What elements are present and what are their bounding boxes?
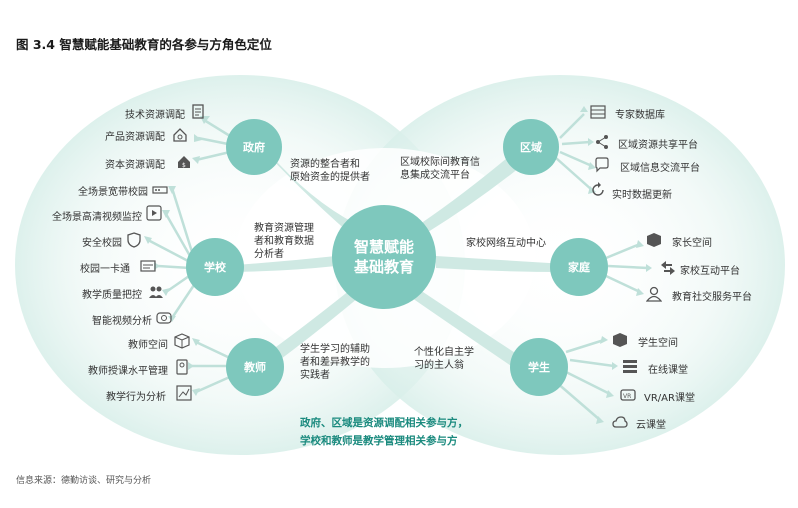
family-item-social: 教育社交服务平台: [672, 292, 752, 303]
document-icon: [192, 104, 204, 119]
node-gov: 政府: [226, 119, 282, 175]
exchange-arrows-icon: [661, 261, 675, 275]
desc-gov: 资源的整合者和原始资金的提供者: [290, 159, 370, 183]
video-monitor-icon: [146, 205, 162, 221]
student-item-vrar: VR/AR课堂: [644, 393, 695, 404]
id-card-icon: [140, 260, 156, 272]
gov-item-capital: 资本资源调配: [105, 160, 165, 171]
stack-icon: [623, 360, 637, 373]
people-icon: [149, 286, 163, 298]
chart-analysis-icon: [176, 385, 192, 401]
cube-icon: [174, 333, 190, 349]
region-item-experts: 专家数据库: [615, 110, 665, 121]
camera-icon: [156, 312, 172, 324]
student-item-space: 学生空间: [638, 338, 678, 349]
school-item-analysis: 智能视频分析: [92, 316, 152, 327]
node-school: 学校: [186, 238, 244, 296]
database-list-icon: [590, 105, 606, 119]
user-icon: [646, 286, 662, 302]
student-cube-icon: [613, 333, 627, 347]
desc-school: 教育资源管理者和教育数据分析者: [254, 223, 314, 260]
teacher-item-behavior: 教学行为分析: [106, 392, 166, 403]
school-item-safety: 安全校园: [82, 238, 122, 249]
chat-icon: [595, 157, 609, 173]
node-family: 家庭: [550, 238, 608, 296]
region-item-share: 区域资源共享平台: [618, 140, 698, 151]
node-region: 区域: [503, 119, 559, 175]
center-line-1: 智慧赋能: [353, 238, 414, 256]
figure-title: 图 3.4 智慧赋能基础教育的各参与方角色定位: [16, 37, 272, 52]
school-item-card: 校园一卡通: [80, 264, 130, 275]
node-student: 学生: [510, 338, 568, 396]
node-teacher: 教师: [226, 338, 284, 396]
shield-icon: [127, 232, 141, 248]
region-item-exchange: 区域信息交流平台: [620, 163, 700, 174]
connectors: [222, 142, 566, 372]
student-item-cloud: 云课堂: [636, 420, 666, 431]
house-gear-icon: [173, 128, 187, 142]
desc-family: 家校网络互动中心: [466, 238, 546, 249]
gov-item-tech: 技术资源调配: [125, 110, 185, 121]
school-item-video: 全场景高清视频监控: [52, 212, 142, 223]
refresh-icon: [592, 182, 604, 196]
share-icon: [596, 135, 608, 149]
desc-student: 个性化自主学习的主人翁: [414, 347, 474, 371]
region-item-realtime: 实时数据更新: [612, 190, 672, 201]
family-item-interaction: 家校互动平台: [680, 266, 740, 277]
vr-headset-icon: VR: [620, 389, 636, 401]
teacher-item-level: 教师授课水平管理: [88, 366, 168, 377]
badge-icon: [176, 359, 188, 375]
house-dollar-icon: $: [178, 156, 190, 169]
spokes: [147, 113, 649, 421]
summary-note: 政府、区域是资源调配相关参与方， 学校和教师是教学管理相关参与方: [300, 417, 468, 447]
svg-text:VR: VR: [623, 393, 631, 400]
source-note: 信息来源：德勤访谈、研究与分析: [16, 476, 152, 486]
school-item-broadband: 全场景宽带校园: [78, 187, 148, 198]
school-item-quality: 教学质量把控: [82, 290, 142, 301]
parent-cube-icon: [647, 233, 661, 247]
teacher-item-space: 教师空间: [128, 340, 168, 351]
router-icon: [152, 186, 168, 194]
cloud-icon: [612, 416, 628, 428]
center-line-2: 基础教育: [353, 258, 414, 276]
desc-region: 区域校际间教育信息集成交流平台: [400, 157, 480, 181]
family-item-parent: 家长空间: [672, 238, 712, 249]
svg-text:$: $: [182, 162, 186, 169]
desc-teacher: 学生学习的辅助者和差异教学的实践者: [300, 344, 370, 381]
gov-item-product: 产品资源调配: [105, 132, 165, 143]
student-item-online: 在线课堂: [648, 365, 688, 376]
center-node: 智慧赋能基础教育: [332, 205, 436, 309]
